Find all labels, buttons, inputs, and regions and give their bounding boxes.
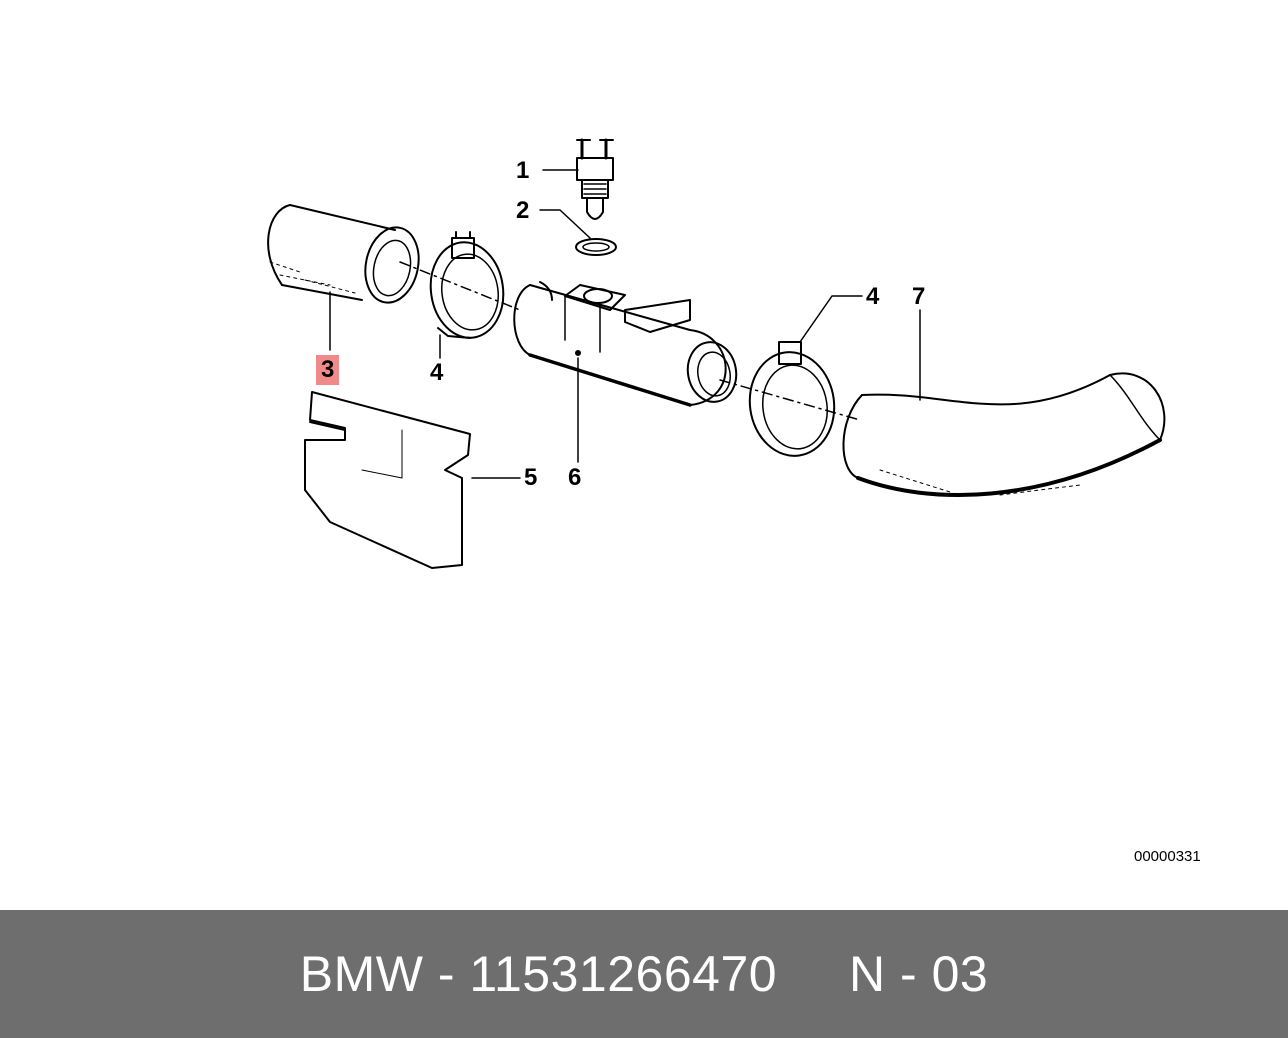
part-7-bent-hose [842, 372, 1166, 498]
part-3-hose [267, 204, 420, 304]
part-6-pipe [513, 281, 738, 407]
callout-part-5[interactable]: 5 [524, 464, 538, 491]
part-2-seal-ring [575, 238, 617, 256]
part-number-caption: BMW - 11531266470 N - 03 [299, 946, 989, 1002]
callout-part-7[interactable]: 7 [912, 283, 926, 310]
parts-diagram: 1 2 3 4 4 5 6 7 00000331 [267, 138, 1201, 865]
part-1-sensor [576, 138, 614, 220]
exploded-view-drawing [267, 138, 1166, 569]
footer-bar: BMW - 11531266470 N - 03 [0, 910, 1288, 1038]
callout-part-6[interactable]: 6 [568, 464, 582, 491]
callout-part-3-highlighted[interactable]: 3 [316, 355, 340, 385]
callout-part-4-right[interactable]: 4 [866, 283, 880, 310]
part-4-clamp-left [429, 231, 505, 339]
part-5-plate [304, 391, 471, 569]
callout-part-2[interactable]: 2 [516, 197, 530, 224]
part-4-clamp-right [748, 341, 836, 457]
callout-part-1[interactable]: 1 [516, 157, 530, 184]
drawing-number: 00000331 [1134, 848, 1201, 865]
callout-part-4-left[interactable]: 4 [430, 359, 444, 386]
